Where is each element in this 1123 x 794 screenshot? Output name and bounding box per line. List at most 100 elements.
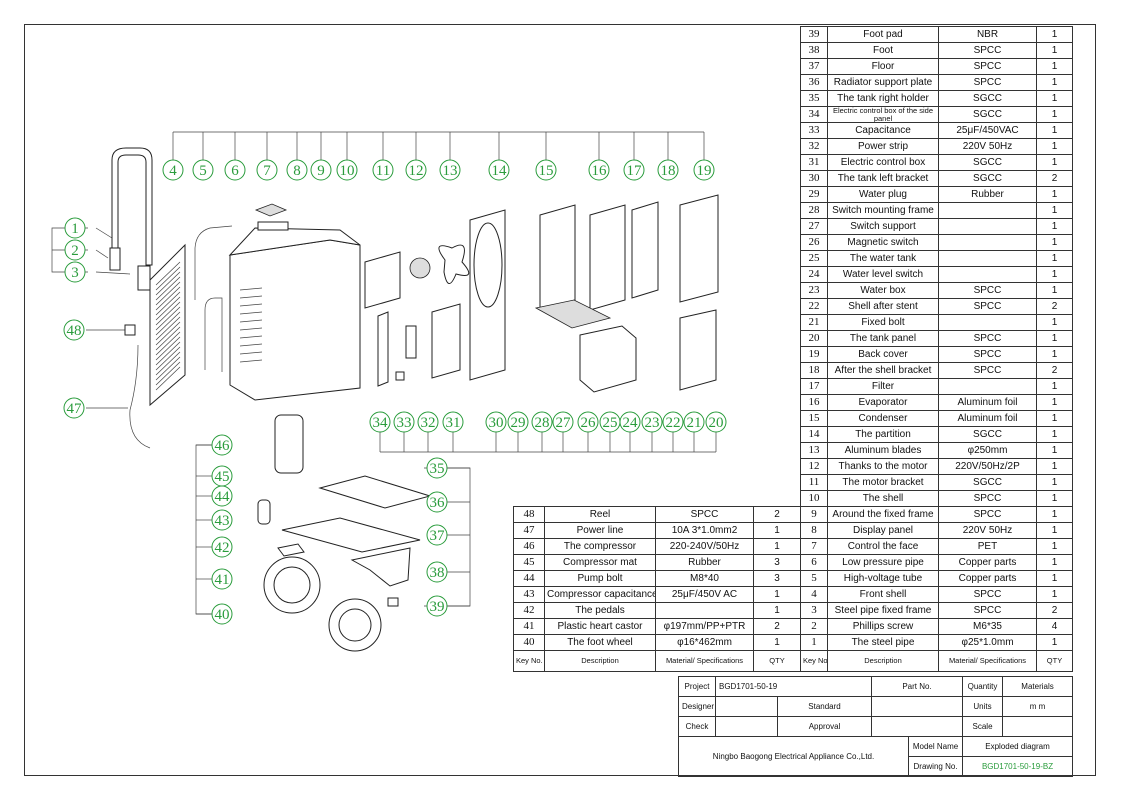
model-name-value: Exploded diagram <box>962 736 1074 757</box>
bom-header-qty: QTY <box>753 650 801 672</box>
bom-key-no: 37 <box>800 58 828 75</box>
bom-qty: 1 <box>1036 538 1073 555</box>
callout-2: 2 <box>64 239 86 261</box>
bom-material <box>938 250 1037 267</box>
bom-material: SGCC <box>938 426 1037 443</box>
bom-material: Rubber <box>655 554 754 571</box>
callout-label: 4 <box>169 163 177 179</box>
bom-key-no: 21 <box>800 314 828 331</box>
callout-label: 5 <box>199 163 207 179</box>
bom-material: Rubber <box>938 186 1037 203</box>
bom-qty: 1 <box>1036 442 1073 459</box>
callout-label: 42 <box>215 540 230 556</box>
bom-key-no: 46 <box>513 538 545 555</box>
bom-key-no: 13 <box>800 442 828 459</box>
callout-43: 43 <box>211 509 233 531</box>
callout-30: 30 <box>485 411 507 433</box>
bom-qty: 1 <box>753 634 801 651</box>
units-value: m m <box>1002 696 1074 717</box>
bom-material: SPCC <box>938 58 1037 75</box>
bom-key-no: 28 <box>800 202 828 219</box>
bom-qty: 1 <box>1036 426 1073 443</box>
bom-material <box>938 202 1037 219</box>
bom-qty: 1 <box>1036 394 1073 411</box>
bom-description: Foot pad <box>827 26 939 43</box>
power-strip <box>405 325 417 359</box>
steel-pipe-handle <box>111 147 153 266</box>
bom-description: The motor bracket <box>827 474 939 491</box>
bom-qty: 1 <box>1036 570 1073 587</box>
bom-key-no: 44 <box>513 570 545 587</box>
callout-22: 22 <box>662 411 684 433</box>
bom-key-no: 43 <box>513 586 545 603</box>
callout-46: 46 <box>211 434 233 456</box>
bom-material: SPCC <box>938 74 1037 91</box>
foot-pad <box>387 597 399 607</box>
bom-material <box>938 218 1037 235</box>
foot <box>350 547 411 587</box>
project-label: Project <box>678 676 716 697</box>
callout-42: 42 <box>211 536 233 558</box>
electric-control-box <box>431 303 461 379</box>
bom-material: 25μF/450VAC <box>938 122 1037 139</box>
bom-material <box>938 314 1037 331</box>
bom-qty: 1 <box>1036 266 1073 283</box>
bom-key-no: 19 <box>800 346 828 363</box>
bom-description: Steel pipe fixed frame <box>827 602 939 619</box>
bom-qty: 2 <box>1036 298 1073 315</box>
bom-key-no: 10 <box>800 490 828 507</box>
bom-key-no: 36 <box>800 74 828 91</box>
standard-label: Standard <box>776 696 873 717</box>
bom-material: φ250mm <box>938 442 1037 459</box>
callout-21: 21 <box>683 411 705 433</box>
callout-32: 32 <box>417 411 439 433</box>
bom-description: Electric control box <box>827 154 939 171</box>
bom-description: Switch support <box>827 218 939 235</box>
bom-description: High-voltage tube <box>827 570 939 587</box>
bom-header-desc: Description <box>544 650 656 672</box>
bom-qty: 1 <box>1036 218 1073 235</box>
tank-panel <box>679 309 717 391</box>
bom-header-mat: Material/ Specifications <box>655 650 754 672</box>
callout-label: 34 <box>373 415 389 431</box>
bom-material: M8*40 <box>655 570 754 587</box>
bom-description: The tank panel <box>827 330 939 347</box>
bom-qty: 1 <box>1036 138 1073 155</box>
callout-label: 45 <box>215 469 230 485</box>
callout-label: 46 <box>215 438 231 454</box>
callout-12: 12 <box>405 159 427 181</box>
bom-qty: 1 <box>1036 474 1073 491</box>
bom-qty: 1 <box>753 602 801 619</box>
control-box-side-panel <box>377 311 389 387</box>
bom-description: Pump bolt <box>544 570 656 587</box>
bom-header-key: Key No. <box>800 650 828 672</box>
bom-qty: 1 <box>1036 74 1073 91</box>
bom-qty: 1 <box>1036 42 1073 59</box>
callout-48: 48 <box>63 319 85 341</box>
bom-qty: 1 <box>753 586 801 603</box>
callout-label: 25 <box>603 415 618 431</box>
bom-material: Aluminum foil <box>938 410 1037 427</box>
callout-label: 36 <box>430 495 446 511</box>
callout-36: 36 <box>426 491 448 513</box>
water-tank <box>579 325 637 393</box>
compressor <box>274 414 304 474</box>
filter <box>631 201 659 299</box>
bom-description: Switch mounting frame <box>827 202 939 219</box>
bom-material <box>938 266 1037 283</box>
bom-qty: 1 <box>753 538 801 555</box>
callout-24: 24 <box>619 411 641 433</box>
bom-material: SGCC <box>938 154 1037 171</box>
reel <box>124 324 136 336</box>
